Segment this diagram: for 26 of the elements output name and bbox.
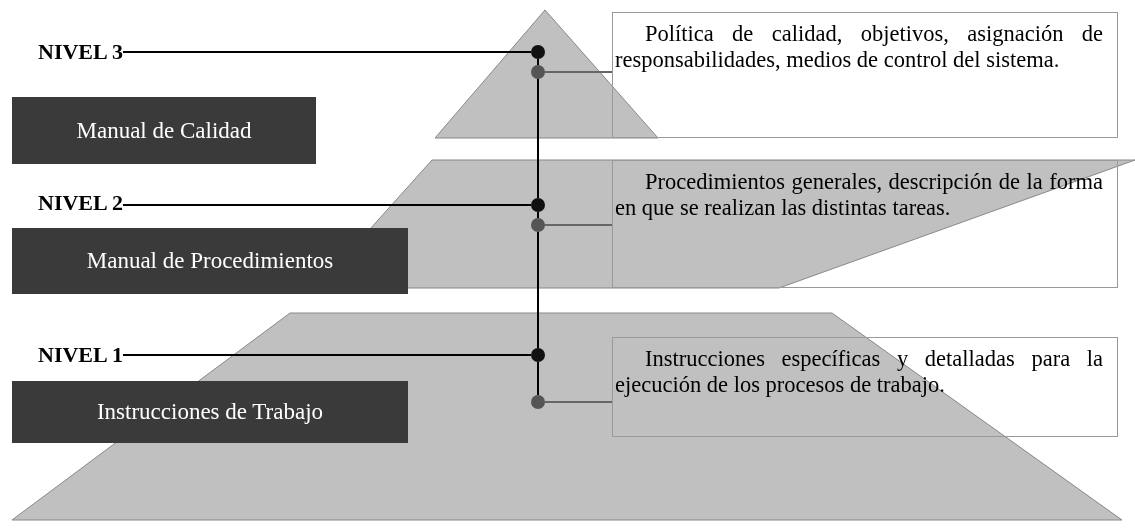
connector-line — [537, 231, 539, 349]
level-label: NIVEL 1 — [38, 342, 123, 368]
description-box: Política de calidad, objetivos, asignación de responsabilidades, medios de control del sistema. — [612, 12, 1118, 138]
connector-line — [537, 211, 539, 219]
connector-line — [544, 71, 613, 73]
level-label: NIVEL 2 — [38, 190, 123, 216]
connector-line — [537, 78, 539, 199]
level-label: NIVEL 3 — [38, 39, 123, 65]
document-label: Manual de Procedimientos — [12, 228, 408, 294]
connector-line — [122, 51, 532, 53]
description-box: Procedimientos generales, descripción de la forma en que se realizan las distintas tareas. — [612, 160, 1118, 288]
connector-line — [537, 361, 539, 396]
document-label: Manual de Calidad — [12, 97, 316, 164]
connector-line — [544, 401, 613, 403]
connector-dot — [531, 395, 545, 409]
connector-dot — [531, 218, 545, 232]
connector-dot — [531, 198, 545, 212]
connector-dot — [531, 65, 545, 79]
connector-dot — [531, 348, 545, 362]
connector-line — [544, 224, 613, 226]
document-label: Instrucciones de Trabajo — [12, 381, 408, 443]
connector-line — [122, 354, 532, 356]
connector-dot — [531, 45, 545, 59]
description-box: Instrucciones específicas y detalladas para la ejecución de los procesos de trabajo. — [612, 337, 1118, 437]
connector-line — [537, 58, 539, 66]
connector-line — [122, 204, 532, 206]
